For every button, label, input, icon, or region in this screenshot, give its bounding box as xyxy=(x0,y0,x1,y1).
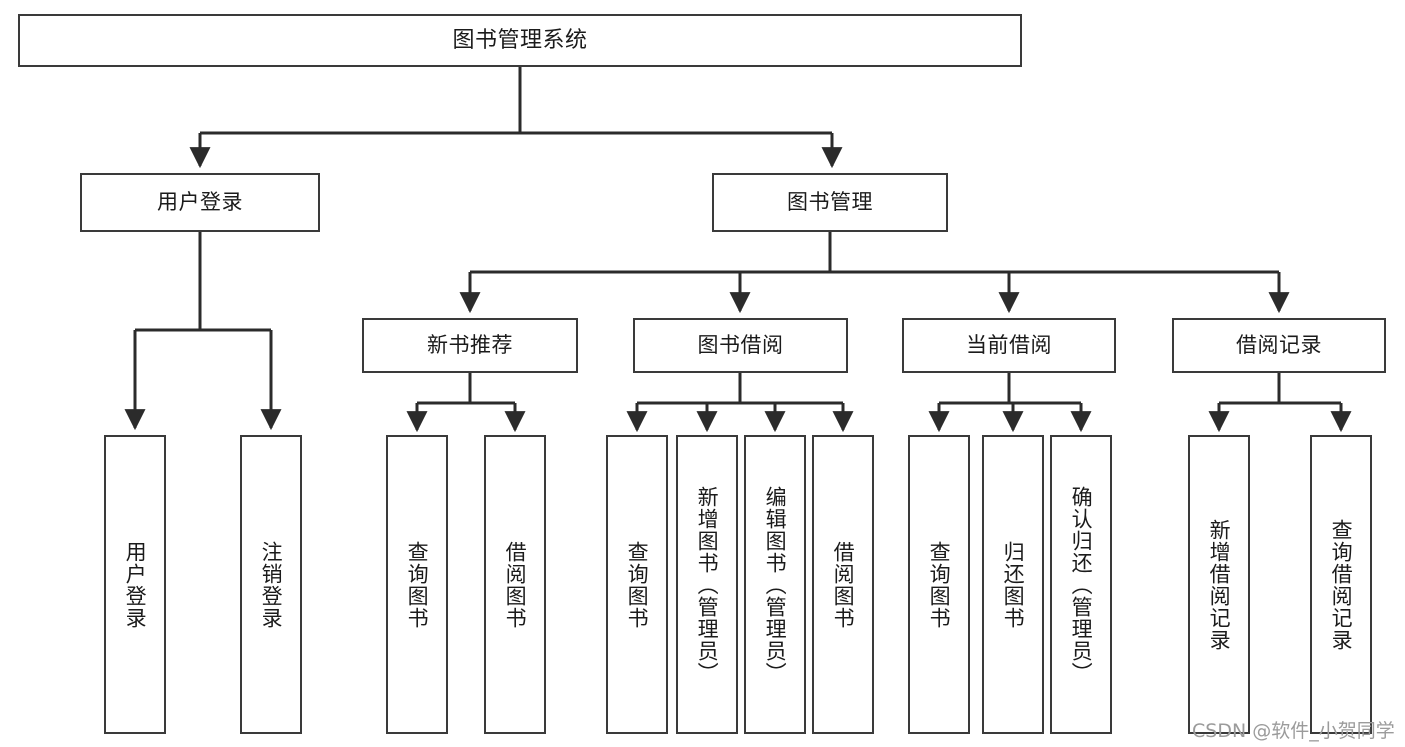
node-borrow-records-label: 借阅记录 xyxy=(1236,333,1322,358)
leaf-confirm-return-admin-label: 确认归还（管理员） xyxy=(1069,485,1094,684)
node-user-login-label: 用户登录 xyxy=(157,190,243,215)
leaf-confirm-return-admin[interactable]: 确认归还（管理员） xyxy=(1050,435,1112,734)
leaf-user-login[interactable]: 用户登录 xyxy=(104,435,166,734)
node-book-management[interactable]: 图书管理 xyxy=(712,173,948,232)
leaf-edit-book-admin-label: 编辑图书（管理员） xyxy=(763,485,788,684)
leaf-add-book-admin-label: 新增图书（管理员） xyxy=(695,485,720,684)
leaf-borrow-book-newbook[interactable]: 借阅图书 xyxy=(484,435,546,734)
leaf-return-book[interactable]: 归还图书 xyxy=(982,435,1044,734)
leaf-query-book-current[interactable]: 查询图书 xyxy=(908,435,970,734)
leaf-query-book-borrow[interactable]: 查询图书 xyxy=(606,435,668,734)
leaf-query-book-newbook[interactable]: 查询图书 xyxy=(386,435,448,734)
node-book-borrow[interactable]: 图书借阅 xyxy=(633,318,848,373)
node-root-label: 图书管理系统 xyxy=(452,27,588,53)
leaf-edit-book-admin[interactable]: 编辑图书（管理员） xyxy=(744,435,806,734)
leaf-add-book-admin[interactable]: 新增图书（管理员） xyxy=(676,435,738,734)
leaf-add-borrow-record-label: 新增借阅记录 xyxy=(1207,518,1232,651)
leaf-user-login-label: 用户登录 xyxy=(123,540,148,629)
node-current-borrow[interactable]: 当前借阅 xyxy=(902,318,1116,373)
leaf-query-book-borrow-label: 查询图书 xyxy=(625,540,650,629)
node-current-borrow-label: 当前借阅 xyxy=(966,333,1052,358)
node-user-login[interactable]: 用户登录 xyxy=(80,173,320,232)
node-book-management-label: 图书管理 xyxy=(787,190,873,215)
leaf-query-book-current-label: 查询图书 xyxy=(927,540,952,629)
leaf-add-borrow-record[interactable]: 新增借阅记录 xyxy=(1188,435,1250,734)
leaf-logout[interactable]: 注销登录 xyxy=(240,435,302,734)
node-borrow-records[interactable]: 借阅记录 xyxy=(1172,318,1386,373)
node-root[interactable]: 图书管理系统 xyxy=(18,14,1022,67)
leaf-lend-book-label: 借阅图书 xyxy=(831,540,856,629)
leaf-query-book-newbook-label: 查询图书 xyxy=(405,540,430,629)
node-new-book-recommend-label: 新书推荐 xyxy=(427,333,513,358)
leaf-borrow-book-newbook-label: 借阅图书 xyxy=(503,540,528,629)
node-book-borrow-label: 图书借阅 xyxy=(697,333,784,358)
leaf-query-borrow-record-label: 查询借阅记录 xyxy=(1329,518,1354,651)
leaf-lend-book[interactable]: 借阅图书 xyxy=(812,435,874,734)
leaf-query-borrow-record[interactable]: 查询借阅记录 xyxy=(1310,435,1372,734)
csdn-watermark: CSDN @软件_小贺同学 xyxy=(1192,720,1395,742)
node-new-book-recommend[interactable]: 新书推荐 xyxy=(362,318,578,373)
leaf-return-book-label: 归还图书 xyxy=(1001,540,1026,629)
leaf-logout-label: 注销登录 xyxy=(259,540,284,629)
